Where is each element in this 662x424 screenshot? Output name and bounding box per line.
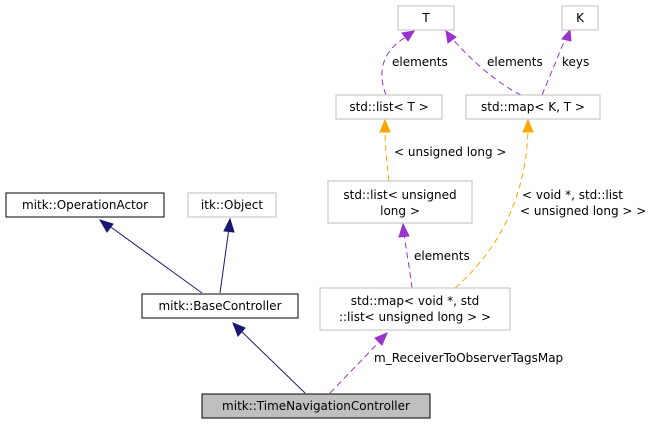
node-std-map-void-list-line2: ::list< unsigned long > > [339, 310, 491, 324]
edge-map-void-to-list-ul-arrowhead [398, 222, 410, 238]
node-t[interactable]: T [397, 5, 455, 31]
edge-base-controller-to-itk-object-arrowhead [223, 217, 235, 233]
edge-label-void-list-line2: < unsigned long > > [520, 204, 646, 218]
edge-label-keys: keys [562, 55, 589, 69]
edge-time-nav-to-map-void [329, 340, 381, 394]
edge-base-controller-to-operation-actor [107, 224, 203, 294]
edge-list-t-to-t [381, 36, 407, 96]
edge-label-elements-list-t: elements [392, 55, 448, 69]
node-std-list-t[interactable]: std::list< T > [335, 94, 443, 120]
node-std-list-unsigned-long[interactable]: std::list< unsigned long > [327, 180, 473, 224]
edge-label-receiver-map: m_ReceiverToObserverTagsMap [374, 351, 563, 365]
node-mitk-operation-actor-label: mitk::OperationActor [22, 198, 148, 212]
edge-list-ul-to-list-t [384, 127, 390, 182]
edge-time-nav-to-base-controller [239, 329, 306, 394]
edge-label-unsigned-long: < unsigned long > [394, 145, 506, 159]
edge-label-elements-map-kt: elements [487, 55, 543, 69]
node-k[interactable]: K [561, 5, 599, 31]
edge-map-void-to-map-kt [454, 127, 529, 289]
edge-time-nav-to-map-void-arrowhead [374, 332, 388, 346]
edge-map-void-to-map-kt-arrowhead [522, 118, 534, 133]
node-std-list-unsigned-long-line2: long > [380, 204, 420, 218]
node-std-map-void-list[interactable]: std::map< void *, std ::list< unsigned l… [319, 287, 511, 331]
edge-base-controller-to-itk-object [219, 227, 230, 294]
edge-list-ul-to-list-t-arrowhead [379, 118, 391, 133]
node-k-label: K [576, 11, 585, 25]
node-mitk-time-navigation-controller-label: mitk::TimeNavigationController [222, 399, 410, 413]
edge-map-kt-to-k-arrowhead [561, 28, 572, 42]
node-std-map-void-list-line1: std::map< void *, std [351, 294, 480, 308]
node-mitk-time-navigation-controller[interactable]: mitk::TimeNavigationController [201, 393, 431, 419]
edge-map-void-to-list-ul [403, 232, 413, 289]
node-std-map-k-t[interactable]: std::map< K, T > [465, 94, 601, 120]
node-std-map-k-t-label: std::map< K, T > [481, 100, 585, 114]
node-std-list-t-label: std::list< T > [349, 100, 428, 114]
edge-map-kt-to-k [541, 36, 567, 96]
node-itk-object-label: itk::Object [201, 198, 263, 212]
edge-list-t-to-t-arrowhead [401, 30, 415, 42]
edge-map-kt-to-t [450, 36, 522, 96]
edge-time-nav-to-base-controller-arrowhead [232, 322, 246, 337]
node-itk-object[interactable]: itk::Object [187, 192, 277, 218]
edge-map-kt-to-t-arrowhead [445, 30, 457, 44]
node-mitk-operation-actor[interactable]: mitk::OperationActor [5, 192, 165, 218]
edge-label-void-list-line1: < void *, std::list [522, 188, 623, 202]
node-mitk-base-controller-label: mitk::BaseController [158, 299, 281, 313]
node-std-list-unsigned-long-line1: std::list< unsigned [343, 188, 456, 202]
node-t-label: T [421, 11, 430, 25]
edge-base-controller-to-operation-actor-arrowhead [98, 219, 114, 233]
node-mitk-base-controller[interactable]: mitk::BaseController [141, 293, 299, 319]
edge-label-elements-list-ul: elements [414, 249, 470, 263]
